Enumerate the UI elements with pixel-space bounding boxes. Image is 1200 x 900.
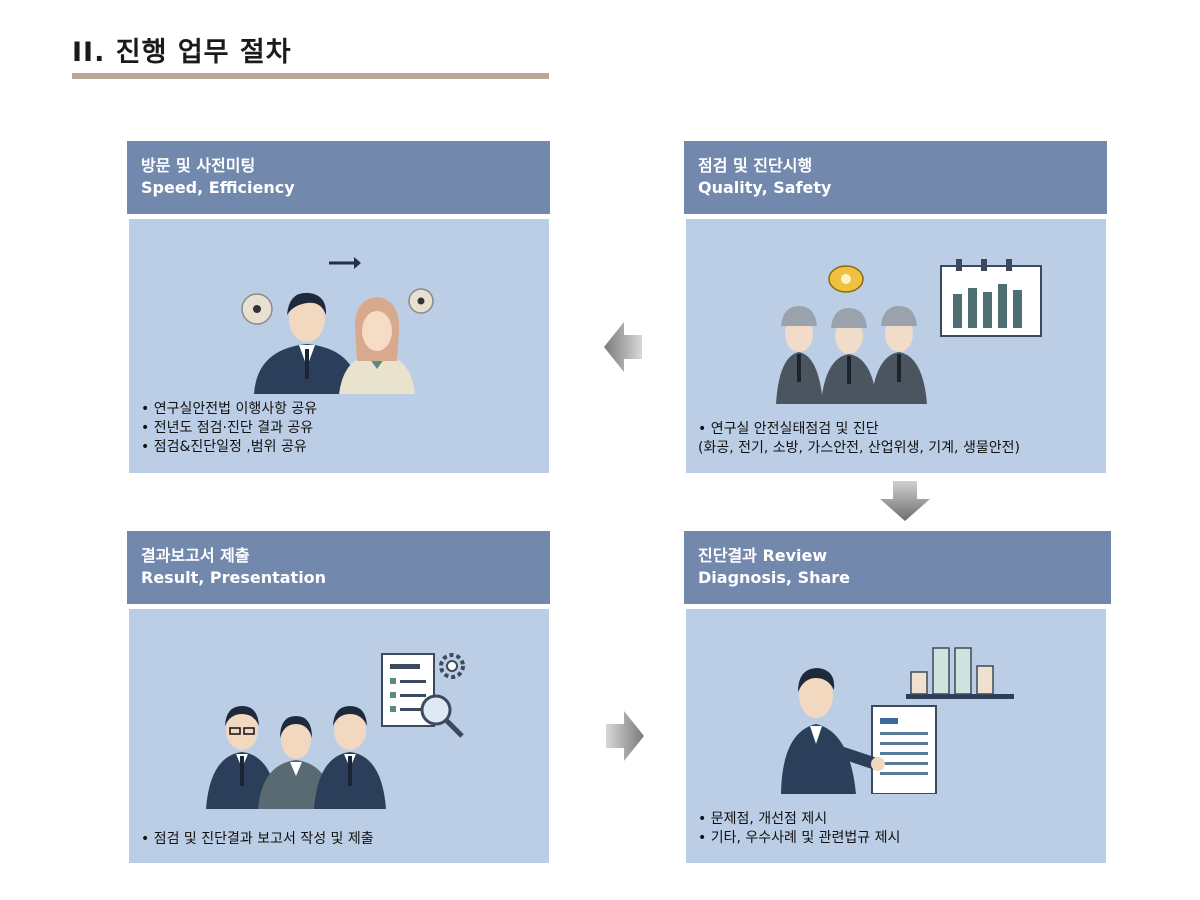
review-presenter-illustration (781, 647, 1014, 794)
title-underline (72, 73, 549, 79)
step1-panel: • 연구실안전법 이행사항 공유 • 전년도 점검·진단 결과 공유 • 점검&… (129, 219, 549, 473)
step1-bullet-1: • 연구실안전법 이행사항 공유 (141, 401, 318, 417)
step3-bullets: • 점검 및 진단결과 보고서 작성 및 제출 (141, 830, 374, 849)
step4-subtitle: Diagnosis, Share (698, 568, 851, 587)
step1-header: 방문 및 사전미팅 Speed, Efficiency (127, 141, 550, 214)
arrow-down-icon (880, 481, 930, 521)
step1-bullets: • 연구실안전법 이행사항 공유 • 전년도 점검·진단 결과 공유 • 점검&… (141, 400, 317, 457)
step2-subtitle: Quality, Safety (698, 178, 832, 197)
meeting-people-illustration (241, 257, 434, 394)
report-team-illustration (206, 653, 465, 809)
arrow-right-icon (606, 711, 644, 761)
step2-bullet-2: (화공, 전기, 소방, 가스안전, 산업위생, 기계, 생물안전) (698, 440, 1020, 456)
step3-title: 결과보고서 제출 (141, 546, 250, 565)
inspection-team-illustration (776, 259, 1042, 404)
step2-panel: • 연구실 안전실태점검 및 진단 (화공, 전기, 소방, 가스안전, 산업위… (686, 219, 1106, 473)
step4-bullet-2: • 기타, 우수사례 및 관련법규 제시 (698, 830, 901, 846)
step1-bullet-3: • 점검&진단일정 ,범위 공유 (141, 439, 307, 455)
step4-title: 진단결과 Review (698, 546, 828, 565)
step4-panel: • 문제점, 개선점 제시 • 기타, 우수사례 및 관련법규 제시 (686, 609, 1106, 863)
step4-bullets: • 문제점, 개선점 제시 • 기타, 우수사례 및 관련법규 제시 (698, 810, 900, 848)
step2-bullet-1: • 연구실 안전실태점검 및 진단 (698, 421, 879, 437)
page-title: II. 진행 업무 절차 (72, 37, 292, 68)
step4-bullet-1: • 문제점, 개선점 제시 (698, 811, 828, 827)
step1-bullet-2: • 전년도 점검·진단 결과 공유 (141, 420, 314, 436)
step3-subtitle: Result, Presentation (141, 568, 327, 587)
step2-title: 점검 및 진단시행 (698, 156, 813, 175)
step2-bullets: • 연구실 안전실태점검 및 진단 (화공, 전기, 소방, 가스안전, 산업위… (698, 420, 1020, 458)
step3-header: 결과보고서 제출 Result, Presentation (127, 531, 550, 604)
step1-subtitle: Speed, Efficiency (141, 178, 295, 197)
step2-header: 점검 및 진단시행 Quality, Safety (684, 141, 1107, 214)
step1-title: 방문 및 사전미팅 (141, 156, 256, 175)
step3-bullet-1: • 점검 및 진단결과 보고서 작성 및 제출 (141, 831, 374, 847)
step4-header: 진단결과 Review Diagnosis, Share (684, 531, 1111, 604)
step3-panel: • 점검 및 진단결과 보고서 작성 및 제출 (129, 609, 549, 863)
arrow-left-icon (604, 322, 642, 372)
